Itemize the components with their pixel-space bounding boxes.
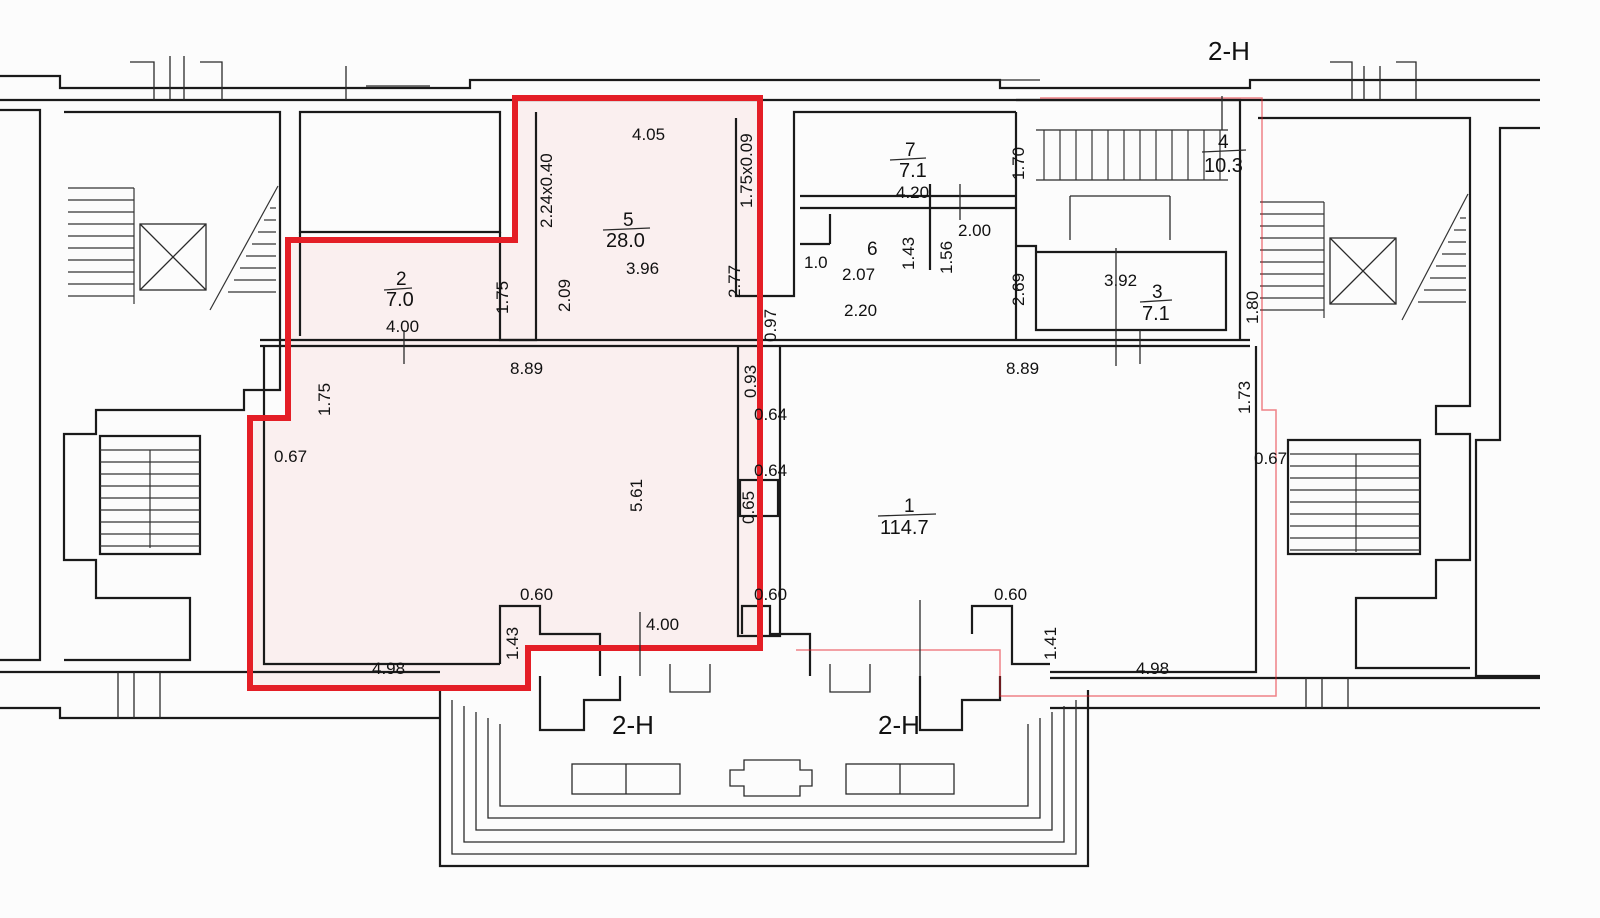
dim-4-00-room2: 4.00	[386, 317, 419, 336]
dim-2-20: 2.20	[844, 301, 877, 320]
room-1-number: 1	[904, 496, 915, 517]
dim-8-89-left: 8.89	[510, 359, 543, 378]
dim-4-00-bottom: 4.00	[646, 615, 679, 634]
dimension-ticks	[403, 96, 1223, 676]
dim-4-98-left: 4.98	[372, 659, 405, 678]
dim-1-80: 1.80	[1243, 291, 1262, 324]
dim-2-00: 2.00	[958, 221, 991, 240]
dim-5-61: 5.61	[627, 479, 646, 512]
dim-0-67-right: 0.67	[1254, 449, 1287, 468]
dim-0-67-left: 0.67	[274, 447, 307, 466]
dim-8-89-right: 8.89	[1006, 359, 1039, 378]
dim-0-93: 0.93	[741, 365, 760, 398]
stair-room-4	[1043, 130, 1221, 240]
dim-2-09: 2.09	[555, 279, 574, 312]
room-labels: 5 28.0 2 7.0 7 7.1 6 4 10.3 3 7.1 1 114.…	[383, 132, 1247, 539]
room-1-area: 114.7	[880, 517, 929, 539]
dim-1-73: 1.73	[1235, 381, 1254, 414]
dim-0-64-top: 0.64	[754, 405, 787, 424]
room-4-number: 4	[1218, 132, 1229, 153]
dim-4-20: 4.20	[896, 183, 929, 202]
dim-0-97: 0.97	[761, 309, 780, 342]
room-3-area: 7.1	[1142, 303, 1170, 325]
room-2-area: 7.0	[386, 289, 414, 311]
dim-4-98-right: 4.98	[1136, 659, 1169, 678]
room-5-area: 28.0	[606, 230, 645, 252]
building-walls	[0, 56, 1540, 720]
room-7-number: 7	[905, 140, 916, 161]
dim-0-65: 0.65	[739, 491, 758, 524]
dim-3-92: 3.92	[1104, 271, 1137, 290]
stair-treads	[68, 185, 1469, 552]
dim-1-75-left: 1.75	[315, 383, 334, 416]
dim-2-69: 2.69	[1009, 273, 1028, 306]
room-7-area: 7.1	[899, 160, 927, 182]
dim-1-43: 1.43	[503, 627, 522, 660]
dim-4-05: 4.05	[632, 125, 665, 144]
room-3-number: 3	[1152, 282, 1163, 303]
dim-1-43-room6: 1.43	[899, 237, 918, 270]
room-5-number: 5	[623, 210, 634, 231]
dim-2-07: 2.07	[842, 265, 875, 284]
dim-1-56: 1.56	[937, 241, 956, 274]
room-4-area: 10.3	[1204, 155, 1243, 177]
dim-2-24x0-40: 2.24x0.40	[537, 153, 556, 228]
dim-0-64-bottom: 0.64	[754, 461, 787, 480]
dim-1-41: 1.41	[1041, 627, 1060, 660]
highlighted-unit-outline[interactable]	[247, 95, 763, 691]
dim-2-77: 2.77	[725, 265, 744, 298]
entrance-tag-top-right: 2-Н	[1208, 36, 1250, 66]
dim-0-60-right: 0.60	[994, 585, 1027, 604]
entrance-tag-bottom-right: 2-Н	[878, 710, 920, 740]
dim-0-60-center: 0.60	[754, 585, 787, 604]
highlighted-unit-fill	[250, 98, 760, 688]
dim-1-0: 1.0	[804, 253, 828, 272]
secondary-boundary-line	[796, 97, 1277, 697]
dim-1-75-room2: 1.75	[493, 281, 512, 314]
dim-1-75x0-09: 1.75x0.09	[737, 133, 756, 208]
dimension-labels: 4.05 2.24x0.40 1.75x0.09 3.96 2.09 2.77 …	[274, 125, 1287, 678]
dim-1-70: 1.70	[1009, 147, 1028, 180]
interior-walls	[260, 98, 1258, 676]
dim-3-96: 3.96	[626, 259, 659, 278]
dim-0-60-left: 0.60	[520, 585, 553, 604]
entrance-tag-bottom-left: 2-Н	[612, 710, 654, 740]
room-6-number: 6	[867, 239, 878, 260]
room-2-number: 2	[396, 269, 407, 290]
entrance-porch	[438, 664, 1090, 868]
